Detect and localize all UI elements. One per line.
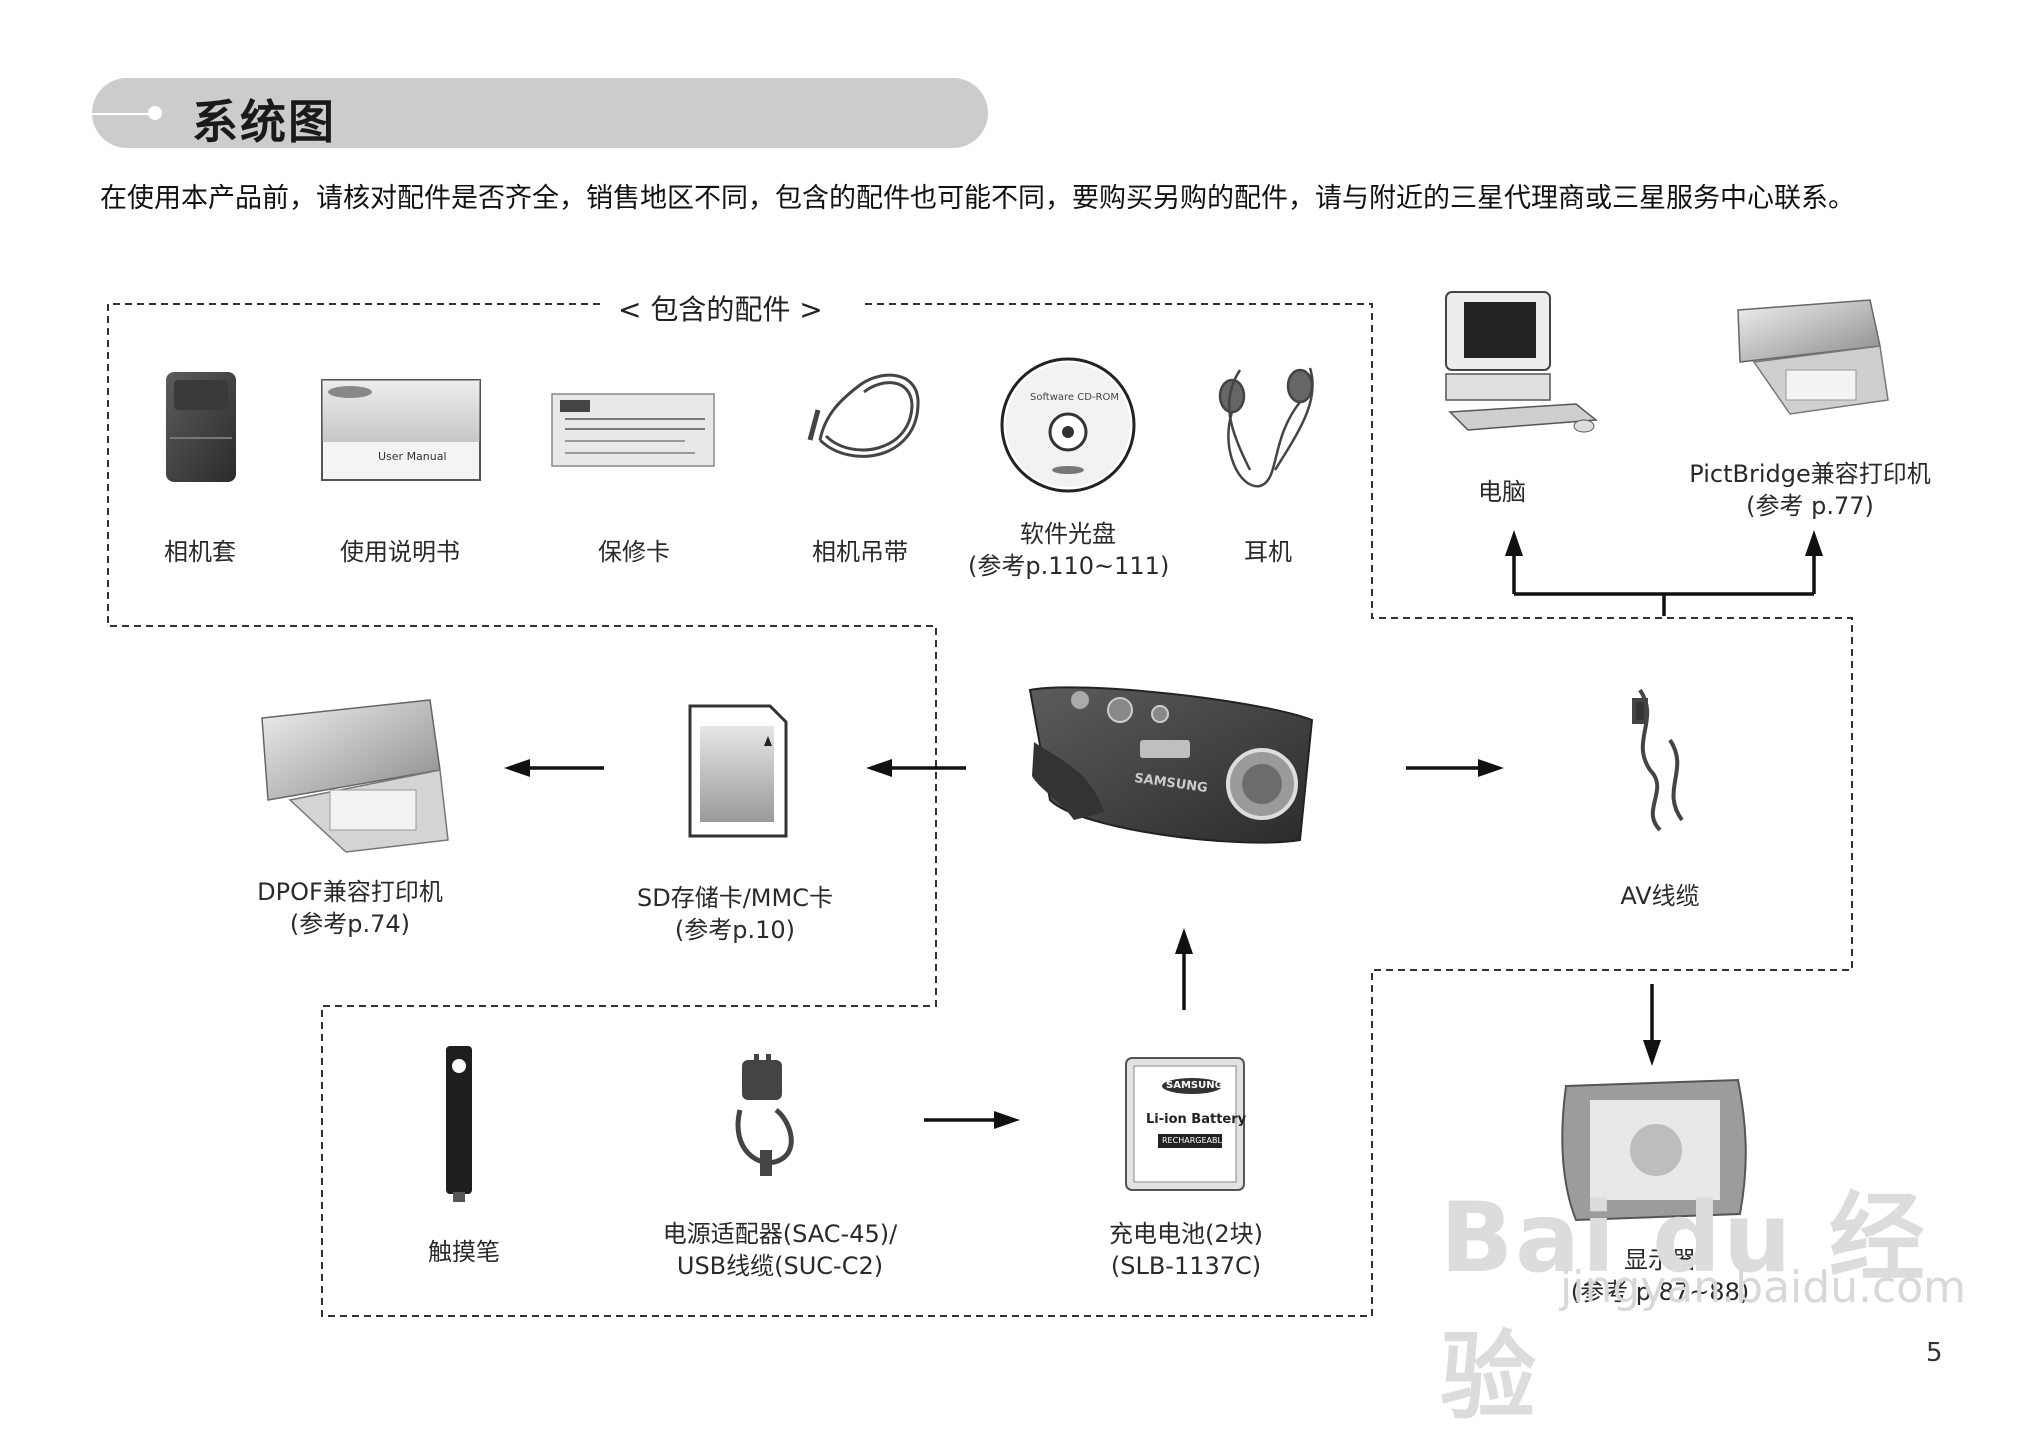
dpof-printer-icon [261,699,449,853]
label-manual: 使用说明书 [340,538,460,566]
label-adapter-line2: USB线缆(SUC-C2) [676,1252,884,1280]
label-sd-line2: (参考p.10) [674,916,796,944]
dashed-outlines [107,303,1853,1317]
watermark-url: jingyan.baidu.com [1560,1262,1967,1313]
label-monitor-line2: (参考 p.87~88) [1570,1278,1750,1306]
earphones-icon [1218,367,1314,488]
label-dpof-line2: (参考p.74) [289,910,411,938]
cd-icon [1000,357,1136,493]
intro-text: 在使用本产品前，请核对配件是否齐全，销售地区不同，包含的配件也可能不同，要购买另… [100,183,1855,214]
label-adapter: 电源适配器(SAC-45)/ USB线缆(SUC-C2) [630,1218,930,1282]
label-stylus: 触摸笔 [428,1238,500,1266]
label-dpof: DPOF兼容打印机 (参考p.74) [230,876,470,940]
computer-icon [1445,291,1598,433]
battery-brand-text: SAMSUNG [1166,1080,1223,1091]
adapter-icon [735,1054,794,1176]
strap-icon [807,373,920,458]
label-monitor-line1: 显示器 [1624,1246,1696,1274]
label-pictbridge-line1: PictBridge兼容打印机 [1689,460,1931,488]
cd-label-text: Software CD-ROM [1030,392,1119,403]
label-warranty: 保修卡 [598,538,670,566]
battery-icon [1125,1057,1245,1191]
label-computer: 电脑 [1478,478,1526,506]
label-monitor: 显示器 (参考 p.87~88) [1560,1244,1760,1308]
label-battery: 充电电池(2块) (SLB-1137C) [1076,1218,1296,1282]
system-diagram [107,291,1889,1317]
included-accessories-heading: < 包含的配件 > [606,288,835,328]
manual-icon [321,379,481,481]
label-adapter-line1: 电源适配器(SAC-45)/ [662,1220,898,1248]
optional-region-outline [107,303,1853,1317]
label-sd: SD存储卡/MMC卡 (参考p.10) [610,882,860,946]
label-case: 相机套 [164,538,236,566]
title-line [92,113,150,115]
label-av-cable: AV线缆 [1620,882,1700,910]
label-software-line1: 软件光盘 [1020,520,1116,548]
label-battery-line2: (SLB-1137C) [1110,1252,1262,1280]
manual-cover-text: User Manual [378,450,447,463]
pictbridge-printer-icon [1737,299,1889,415]
label-battery-line1: 充电电池(2块) [1109,1220,1263,1248]
battery-text: Li-ion Battery [1146,1112,1247,1127]
warranty-card-icon [551,393,715,467]
label-dpof-line1: DPOF兼容打印机 [257,878,443,906]
av-cable-icon [1632,688,1684,832]
battery-sub-text: RECHARGEABLE [1162,1136,1227,1145]
title-dot [148,106,162,120]
label-strap: 相机吊带 [812,538,908,566]
sd-card-icon [688,704,788,838]
stylus-icon [446,1046,472,1202]
title-bar [92,78,988,148]
page-title: 系统图 [192,95,336,149]
camera-icon [1028,686,1314,844]
label-earphones: 耳机 [1244,538,1292,566]
label-software: 软件光盘 (参考p.110~111) [968,518,1170,582]
page-number: 5 [1926,1338,1943,1368]
camera-case-icon [166,372,236,482]
label-sd-line1: SD存储卡/MMC卡 [637,884,833,912]
label-software-line2: (参考p.110~111) [968,552,1170,580]
monitor-icon [1561,1078,1747,1222]
label-pictbridge-line2: (参考 p.77) [1746,492,1874,520]
label-pictbridge: PictBridge兼容打印机 (参考 p.77) [1680,458,1940,522]
